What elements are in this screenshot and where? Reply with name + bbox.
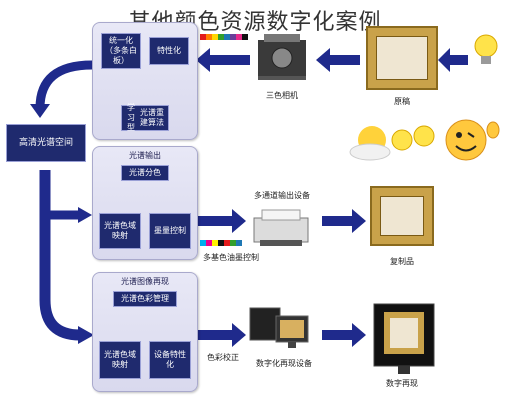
arrow-group1-to-left: [35, 60, 93, 109]
label-original: 原稿: [394, 97, 410, 106]
arrow-group3-to-monitor: [198, 323, 246, 347]
group-spectral-output: 光谱输出 光谱分色 光谱色域映射 墨量控制: [92, 146, 198, 260]
group-spectral-reproduction: 光谱图像再现 光谱色彩管理 光谱色域映射 设备特性化: [92, 272, 198, 392]
lightbulb-icon: [474, 34, 498, 64]
camera-icon: [258, 34, 306, 80]
arrow-original-to-camera: [316, 48, 360, 72]
color-swatch-icon: [200, 34, 248, 40]
group3-header: 光谱图像再现: [121, 277, 169, 286]
printer-icon: [253, 209, 309, 246]
arrow-camera-to-group1: [196, 48, 250, 72]
group2-header: 光谱输出: [129, 151, 161, 160]
group-spectral-capture: 统一化（多条白板） 特性化 学习型 光谱重建算法: [92, 22, 198, 140]
box-reconstruction-top: 学习型: [127, 103, 135, 132]
box-device-characterization: 设备特性化: [149, 341, 191, 379]
monitor-icon: [249, 307, 309, 348]
box-gamut-mapping-2: 光谱色域映射: [99, 341, 141, 379]
original-artwork-frame: [366, 26, 438, 90]
reproduction-frame: [370, 186, 434, 246]
label-monitor-device: 数字化再现设备: [256, 359, 312, 368]
ink-swatch-icon: [200, 240, 242, 246]
box-reconstruction: 学习型 光谱重建算法: [121, 103, 169, 132]
arrow-bulb-to-original: [438, 48, 468, 72]
box-gamut-mapping: 光谱色域映射: [99, 213, 141, 249]
spectral-space-box: 高清光谱空间: [6, 124, 86, 162]
label-printer: 多通道输出设备: [254, 191, 310, 200]
label-ink: 多基色油墨控制: [203, 253, 259, 262]
arrow-main-stem: [39, 170, 81, 341]
label-digital: 数字再现: [386, 379, 418, 388]
label-reproduction: 复制品: [390, 257, 414, 266]
light-bulbs-icon: [391, 125, 435, 151]
smiley-thumbs-up-icon: [445, 119, 500, 161]
box-ink-control: 墨量控制: [149, 213, 191, 249]
box-characterization: 特性化: [149, 37, 189, 65]
box-color-management: 光谱色彩管理: [113, 291, 177, 307]
box-unification: 统一化（多条白板）: [101, 33, 141, 69]
label-monitor-setup: 色彩校正: [207, 353, 239, 362]
box-reconstruction-bottom: 光谱重建算法: [140, 108, 164, 127]
display-monitor-icon: [373, 303, 435, 374]
arrow-printer-to-reproduction: [322, 209, 366, 233]
sun-cloud-icon: [349, 126, 391, 161]
arrow-monitor-to-digital: [322, 323, 366, 347]
box-spectral-separation: 光谱分色: [121, 165, 169, 181]
arrow-group2-to-printer: [198, 209, 246, 233]
label-camera: 三色相机: [266, 91, 298, 100]
